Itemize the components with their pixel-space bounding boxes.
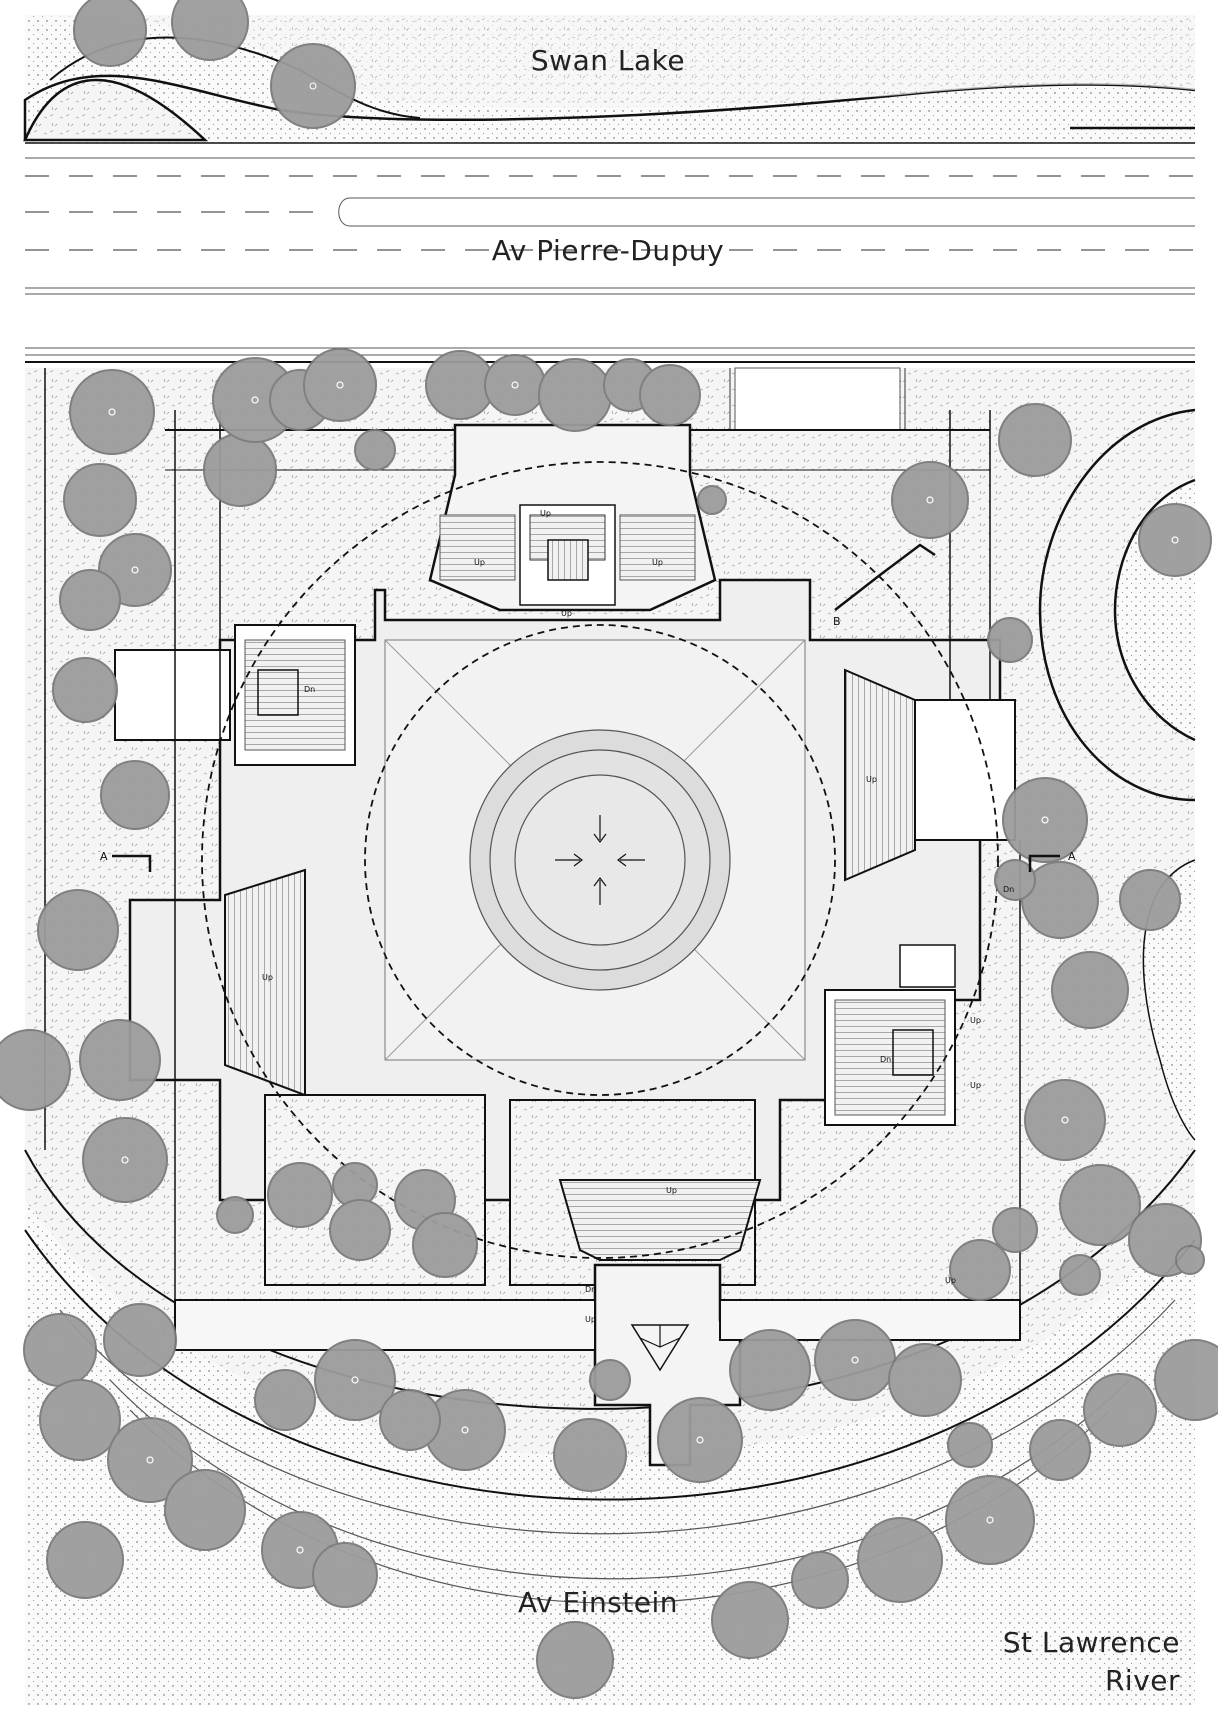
stair-label-right-side-dn: Dn — [1003, 885, 1014, 894]
stair-label-left-amph-up: Up — [262, 973, 273, 982]
river-label-line2: River — [1105, 1664, 1180, 1697]
trees — [0, 348, 1218, 1699]
river-label-line1: St Lawrence — [1003, 1626, 1180, 1659]
stair-label-top-right-up: Up — [652, 558, 663, 567]
stair-label-left-dn: Dn — [304, 685, 315, 694]
einstein-label: Av Einstein — [518, 1586, 678, 1619]
stair-label-right-ramp-up: Up — [970, 1016, 981, 1025]
section-a-left: A — [100, 850, 108, 863]
stair-label-walkway-up: Up — [585, 1315, 596, 1324]
stair-label-top-left-up: Up — [474, 558, 485, 567]
tree-centers — [108, 381, 1179, 1554]
stair-label-walkway-dn: Dn — [585, 1285, 596, 1294]
section-a-right: A — [1068, 850, 1076, 863]
stair-label-right-ramp-up-2: Up — [970, 1081, 981, 1090]
section-markers — [112, 543, 1060, 872]
swan-lake-area: Swan Lake — [23, 0, 1196, 143]
swan-lake-label: Swan Lake — [531, 44, 685, 77]
pierre-dupuy-label: Av Pierre-Dupuy — [492, 234, 724, 267]
stair-label-top-exit-up: Up — [561, 609, 572, 618]
stair-label-top-up: Up — [540, 509, 551, 518]
section-b: B — [833, 615, 841, 628]
stair-label-right-amph-up: Up — [866, 775, 877, 784]
pierre-dupuy-road: Av Pierre-Dupuy — [25, 142, 1195, 363]
stair-label-right-dn: Dn — [880, 1055, 891, 1064]
stair-label-right-walk-up: Up — [945, 1276, 956, 1285]
stair-label-bottom-up: Up — [666, 1186, 677, 1195]
